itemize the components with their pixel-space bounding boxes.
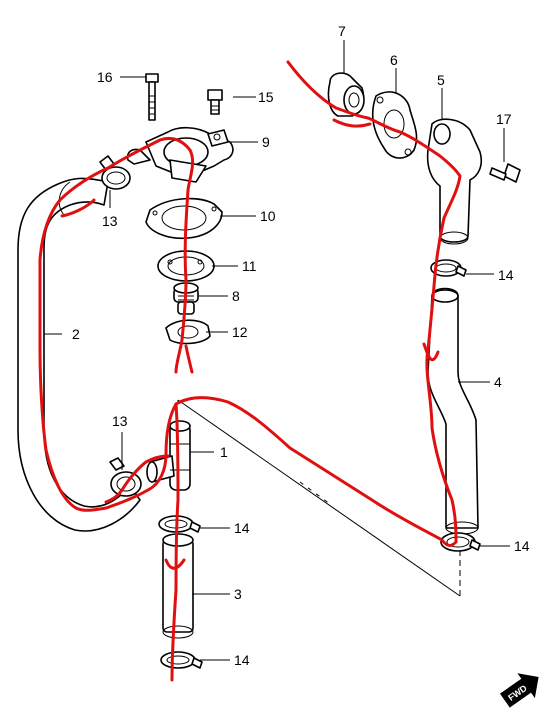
callout-16: 16 xyxy=(97,69,113,85)
callout-8: 8 xyxy=(232,288,240,304)
callout-14-d: 14 xyxy=(514,538,530,554)
thermostat-cap-9 xyxy=(126,126,234,183)
hose-4 xyxy=(427,287,479,535)
callout-13-lower: 13 xyxy=(112,413,128,429)
callout-10: 10 xyxy=(260,208,276,224)
callout-5: 5 xyxy=(437,72,445,88)
callout-2: 2 xyxy=(72,326,80,342)
leader-lines xyxy=(44,40,510,661)
bolt-15 xyxy=(207,89,223,115)
clamp-14-bottom-left xyxy=(160,651,203,669)
callout-3: 3 xyxy=(234,586,242,602)
callout-12: 12 xyxy=(232,324,248,340)
hose-3 xyxy=(162,533,194,639)
bolt-16 xyxy=(145,73,159,121)
callout-9: 9 xyxy=(262,134,270,150)
clamp-14-upper-left xyxy=(158,515,201,533)
clamp-13-upper xyxy=(99,155,131,190)
water-housing-7 xyxy=(327,72,365,117)
callout-11: 11 xyxy=(242,258,257,274)
callout-7: 7 xyxy=(338,23,346,39)
red-annotation-route xyxy=(38,60,462,682)
clamp-13-lower xyxy=(109,457,142,497)
callout-6: 6 xyxy=(390,52,398,68)
gasket-6 xyxy=(371,91,418,159)
pipe-1 xyxy=(146,420,191,491)
clamp-14-lower-right xyxy=(440,532,481,552)
callout-17: 17 xyxy=(496,111,512,127)
callout-14-c: 14 xyxy=(498,267,514,283)
callout-14-a: 14 xyxy=(234,520,250,536)
gasket-10 xyxy=(145,197,223,240)
bolt-17 xyxy=(489,163,521,183)
callout-1: 1 xyxy=(220,444,228,460)
elbow-pipe-5 xyxy=(426,118,483,245)
callouts: 16 15 9 10 11 8 12 13 13 2 1 14 3 14 7 6… xyxy=(72,23,530,668)
clamp-14-upper-right xyxy=(430,259,467,277)
engine-outline xyxy=(177,399,461,597)
fwd-arrow-icon: FWD xyxy=(499,673,539,708)
callout-14-b: 14 xyxy=(234,652,250,668)
callout-4: 4 xyxy=(494,374,502,390)
callout-15: 15 xyxy=(258,89,274,105)
callout-13-upper: 13 xyxy=(102,213,118,229)
gasket-12 xyxy=(165,319,211,345)
